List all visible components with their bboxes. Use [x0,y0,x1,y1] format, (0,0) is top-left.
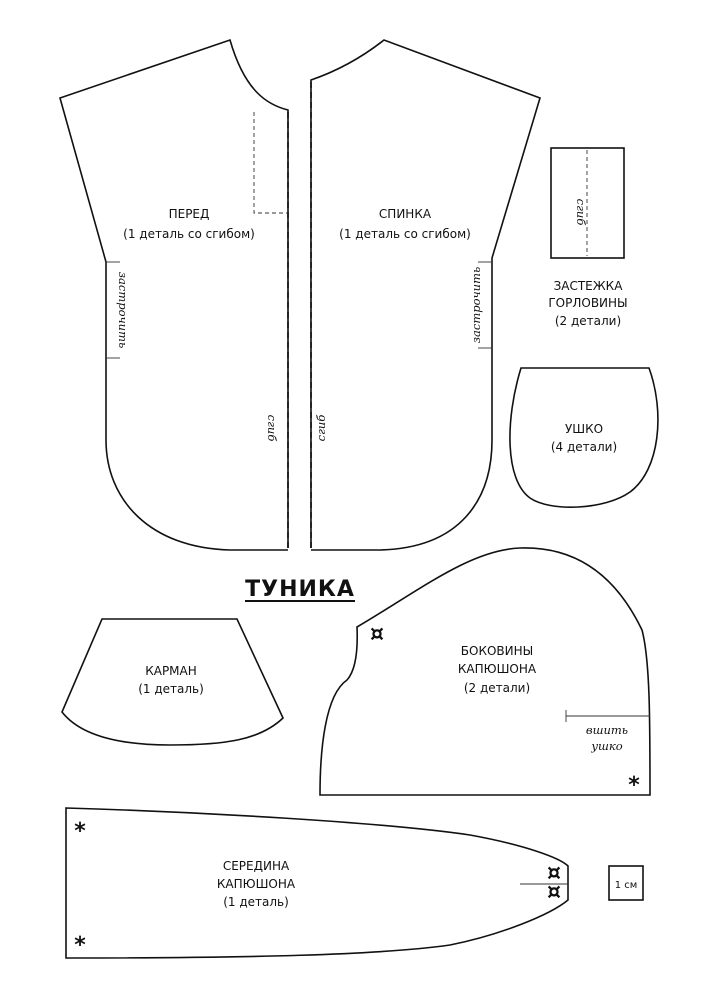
pocket-name: КАРМАН [145,664,197,678]
hood-middle-piece: * * ¤ ¤ СЕРЕДИНА КАПЮШОНА (1 деталь) [65,807,569,959]
hood-middle-count: (1 деталь) [223,895,289,909]
neck-closure-count: (2 детали) [555,314,621,328]
hood-middle-outline [65,807,569,959]
back-piece: СПИНКА (1 деталь со сгибом) застрочить с… [310,39,541,551]
back-fold-note: сгиб [314,414,328,442]
back-stitch-note: застрочить [469,267,483,344]
scale-square-outline [608,865,644,901]
hood-middle-notch-top: ¤ [547,861,561,886]
scale-square: 1 см [608,865,644,901]
pocket-piece: КАРМАН (1 деталь) [61,618,284,746]
neck-closure-fold-note: сгиб [574,199,588,227]
front-neck-guide [253,112,288,214]
front-stitch-note: застрочить [116,272,130,349]
ear-name: УШКО [565,422,603,436]
hood-sides-outline [319,547,651,796]
hood-sides-note-line1: вшить [586,723,628,737]
back-name: СПИНКА [379,207,432,221]
pocket-count: (1 деталь) [138,682,204,696]
ear-piece: УШКО (4 детали) [509,367,659,508]
hood-middle-name-line2: КАПЮШОНА [217,877,296,891]
hood-middle-star-bottom: * [74,933,86,958]
hood-sides-count: (2 детали) [464,681,530,695]
hood-middle-notch-bottom: ¤ [547,880,561,905]
hood-sides-notch-mark: ¤ [370,622,384,647]
hood-middle-star-top: * [74,819,86,844]
neck-closure-name-line1: ЗАСТЕЖКА [554,279,624,293]
neck-closure-piece: сгиб ЗАСТЕЖКА ГОРЛОВИНЫ (2 детали) [548,147,628,328]
front-piece: ПЕРЕД (1 деталь со сгибом) застрочить сг… [59,38,289,551]
front-fold-note: сгиб [265,415,279,443]
hood-sides-name-line2: КАПЮШОНА [458,662,537,676]
scale-label: 1 см [615,880,638,891]
hood-sides-star-mark: * [628,773,640,798]
neck-closure-name-line2: ГОРЛОВИНЫ [548,296,627,310]
hood-sides-piece: ¤ * БОКОВИНЫ КАПЮШОНА (2 детали) вшить у… [319,547,651,798]
front-outline [59,38,289,551]
ear-outline [509,367,659,508]
hood-sides-name-line1: БОКОВИНЫ [461,644,533,658]
pattern-title: ТУНИКА [245,577,355,602]
hood-sides-note-line2: ушко [590,739,622,753]
pocket-outline [61,618,284,746]
front-name: ПЕРЕД [169,207,210,221]
ear-count: (4 детали) [551,440,617,454]
front-count: (1 деталь со сгибом) [123,227,255,241]
back-count: (1 деталь со сгибом) [339,227,471,241]
back-outline [310,39,541,551]
neck-closure-outline [550,147,625,259]
hood-middle-name-line1: СЕРЕДИНА [223,859,290,873]
